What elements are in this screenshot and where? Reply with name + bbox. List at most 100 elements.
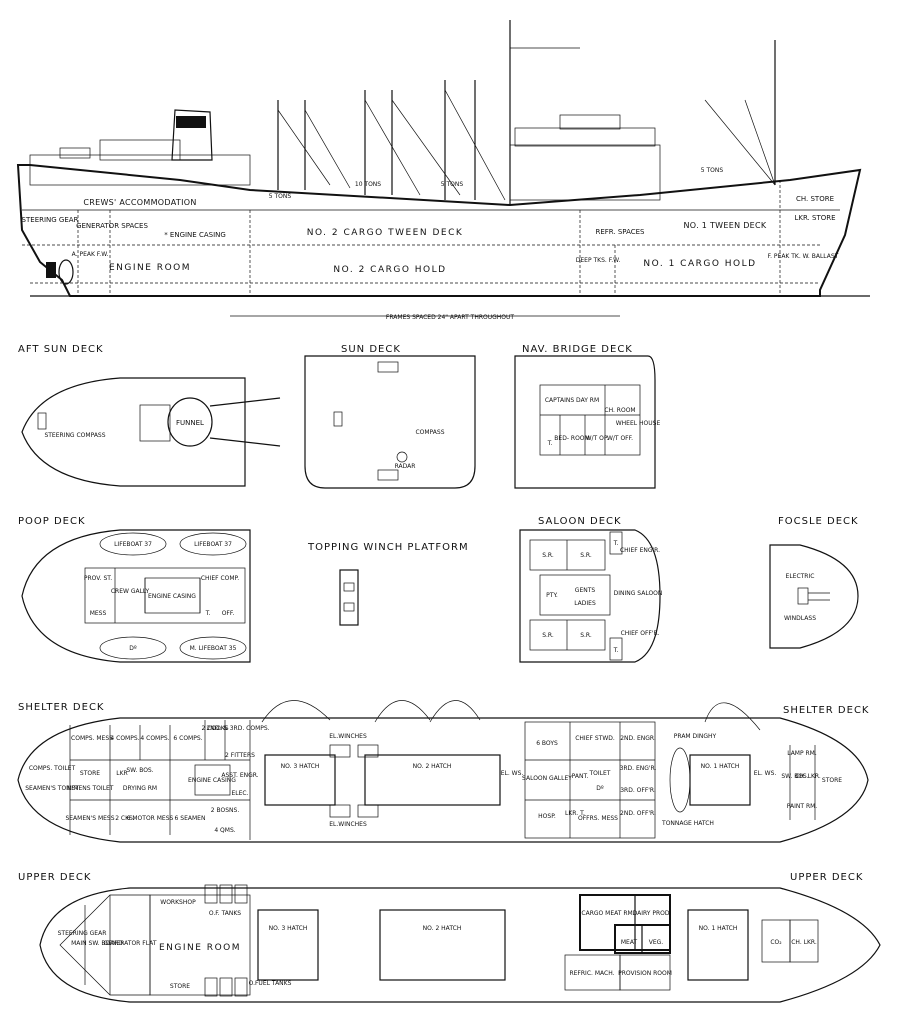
comps-mess-label: COMPS. MESS [71,735,113,742]
of-tanks-label: O.F. TANKS [209,910,241,917]
saloon-t-1: T. [613,540,619,547]
comps-toilet-label: COMPS. TOILET [29,765,76,772]
poop-deck-plan [21,529,251,663]
upper-deck-title-right: UPPER DECK [790,872,863,883]
shelter-store-label: STORE [80,770,100,777]
gents-label: GENTS [575,587,596,594]
sun-deck-title: SUN DECK [341,344,401,355]
shelter-no1-hatch-label: NO. 1 HATCH [701,763,740,770]
bed-room-label: BED- ROOM [554,435,589,442]
lkr-store-label: LKR. STORE [794,214,835,222]
refr-spaces-label: REFR. SPACES [595,228,645,236]
workshop-label: WORKSHOP [160,899,196,906]
el-ws-2-label: EL. WS. [754,770,777,777]
el-ws-1-label: EL. WS. [501,770,524,777]
focsle-deck-title: FOCSLE DECK [778,516,859,527]
aft-sun-deck-plan [21,377,281,487]
seamen-6-label: 6 SEAMEN [175,815,206,822]
shelter-deck-title-right: SHELTER DECK [783,705,870,716]
qms-4-label: 4 QMS. [214,827,235,834]
steering-compass-label: STEERING COMPASS [44,432,105,439]
wt-off-label: W/T OFF. [607,435,633,442]
upper-no1-hatch-label: NO. 1 HATCH [699,925,738,932]
refric-mach-label: REFRIC. MACH. [569,970,614,977]
derrick-5tons-a: 5 TONS [269,193,292,200]
o-fuel-tanks-label: O.FUEL TANKS [249,980,292,987]
shelter-toilet-label: TOILET [589,770,611,777]
radar-label: RADAR [395,463,416,470]
derrick-10tons: 10 TONS [355,181,381,188]
generator-flat-label: GENERATOR FLAT [104,940,157,947]
shelter-deck-plan [17,700,869,843]
saloon-sr-2: S.R. [580,552,592,559]
saloon-deck-plan [519,529,661,663]
tonnage-hatch-label: TONNAGE HATCH [661,820,714,827]
upper-engine-room-label: ENGINE ROOM [159,943,241,953]
comps-4a-label: 4 COMPS. [110,735,139,742]
comps-6-label: 6 COMPS. [173,735,202,742]
saloon-sr-4: S.R. [580,632,592,639]
asst-engr-label: ASST. ENGR. [221,772,258,779]
cooks-2-label: 2 COOKS [201,725,228,732]
chief-stwd-label: CHIEF STWD. [575,735,615,742]
dairy-prod-label: DAIRY PROD. [633,910,672,917]
sun-deck-plan [304,355,476,489]
engine-casing-label: * ENGINE CASING [164,231,226,239]
shelter-no3-hatch-label: NO. 3 HATCH [281,763,320,770]
offr-2-label: 2ND. OFF'R. [620,810,656,817]
saloon-deck-title: SALOON DECK [538,516,622,527]
chief-engr-label: CHIEF ENG'R. [620,547,660,554]
bosns-2-label: 2 BOSNS. [211,807,240,814]
co2-label: CO₂ [770,939,782,946]
engr-3-label: 3RD. ENG'R. [620,765,657,772]
prov-st-label: PROV. ST. [84,575,112,582]
engr-2-label: 2ND. ENGR. [620,735,656,742]
lkr-t-label: LKR. T. [565,810,585,817]
ladies-label: LADIES [574,600,596,607]
focsle-deck-plan [769,544,859,649]
shelter-deck-title-left: SHELTER DECK [18,702,105,713]
ch-lkr-label: CH. LKR. [795,773,821,780]
paint-rm-label: PAINT RM. [787,803,818,810]
shelter-store-2-label: STORE [822,777,842,784]
poop-t-label: T. [205,610,211,617]
veg-label: VEG. [649,939,664,946]
mmens-toilet-label: M'MENS TOILET [67,785,114,792]
aft-sun-deck-title: AFT SUN DECK [18,344,104,355]
poop-off-label: OFF. [222,610,235,617]
deep-tks-label: DEEP TKS. F.W. [576,257,621,264]
cargo-meat-rm-label: CARGO MEAT RM. [581,910,634,917]
upper-deck-title-left: UPPER DECK [18,872,91,883]
lamp-rm-label: LAMP RM. [787,750,817,757]
lifeboat-37-b-label: LIFEBOAT 37 [194,541,232,548]
f-peak-label: F. PEAK TK. W. BALLAST [768,253,839,260]
topping-winch-title: TOPPING WINCH PLATFORM [307,542,469,553]
elec-label: ELEC. [231,790,248,797]
boys-6-label: 6 BOYS [536,740,558,747]
el-winches-bot-label: EL.WINCHES [329,821,367,828]
wheel-house-label: WHEEL HOUSE [616,420,661,427]
windlass-label: WINDLASS [784,615,816,622]
derrick-5tons-b: 5 TONS [441,181,464,188]
dining-saloon-label: DINING SALOON [614,590,663,597]
frames-note: FRAMES SPACED 24" APART THROUGHOUT [386,314,515,321]
offrs-mess-label: OFFRS. MESS [578,815,618,822]
steering-gear-label: STEERING GEAR [22,216,79,224]
hosp-label: HOSP. [538,813,556,820]
saloon-sr-1: S.R. [542,552,554,559]
upper-deck-plan [39,884,881,1003]
pram-dinghy-label: PRAM DINGHY [674,733,717,740]
poop-deck-title: POOP DECK [18,516,86,527]
engine-room-label: ENGINE ROOM [109,263,191,273]
saloon-galley-label: SALOON GALLEY [522,775,572,782]
captains-day-rm-label: CAPTAINS DAY RM [545,397,599,404]
funnel-label: FUNNEL [176,419,204,427]
chief-offr-label: CHIEF OFF'R. [621,630,660,637]
no1-cargo-hold-label: NO. 1 CARGO HOLD [643,259,756,269]
lifeboat-37-a-label: LIFEBOAT 37 [114,541,152,548]
cks-2-label: 2 CKS. [115,815,135,822]
provision-room-label: PROVISION ROOM [618,970,672,977]
topping-winch-plan [339,569,359,626]
crews-accommodation-label: CREWS' ACCOMMODATION [83,198,196,207]
